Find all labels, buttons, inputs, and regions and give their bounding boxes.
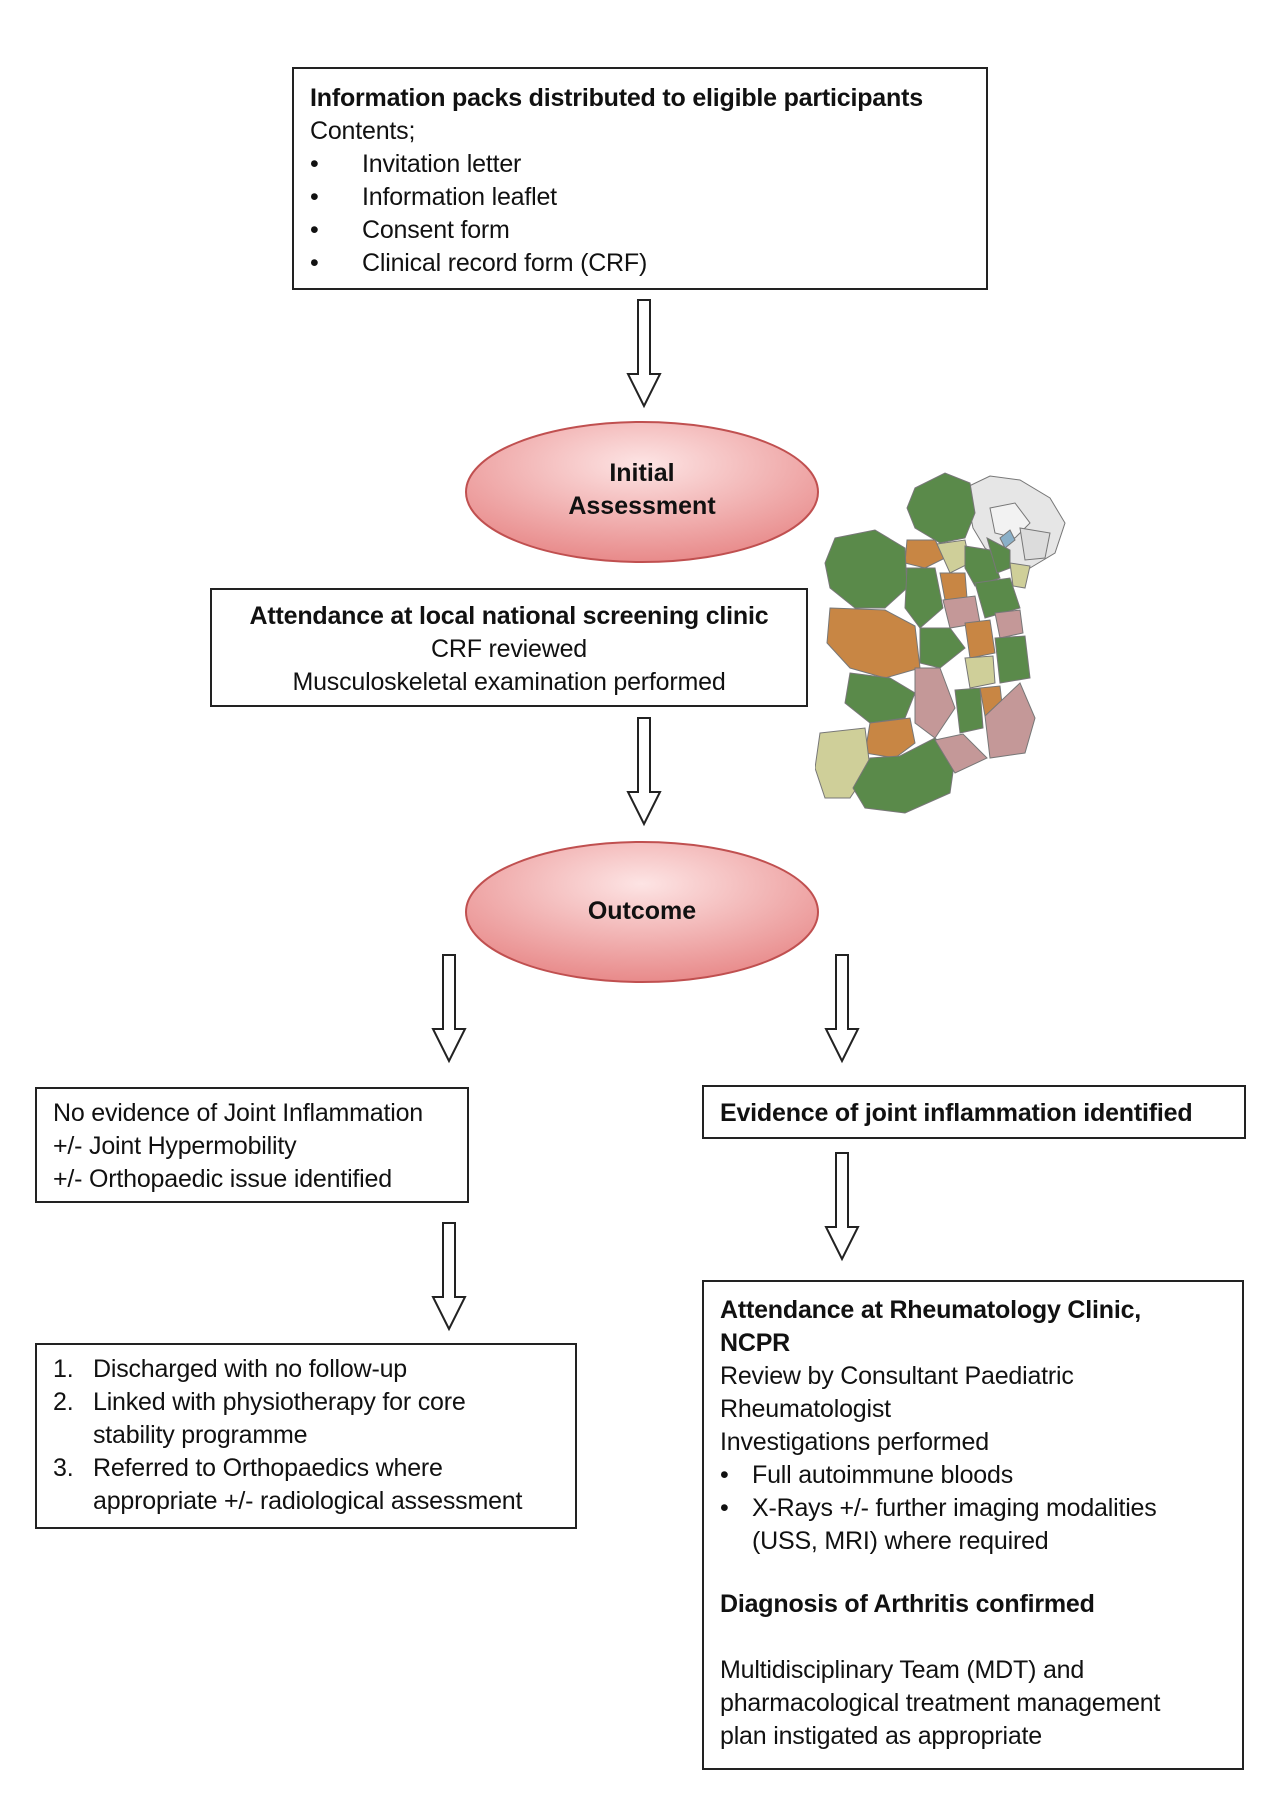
initial-assessment-line2: Assessment (568, 492, 716, 520)
info-packs-title: Information packs distributed to eligibl… (310, 84, 923, 112)
county-clare (844, 672, 916, 724)
investigations-list: Full autoimmune bloods X-Rays +/- furthe… (720, 1459, 1242, 1558)
screening-clinic-title: Attendance at local national screening c… (249, 602, 769, 630)
list-item: X-Rays +/- further imaging modalities (U… (720, 1492, 1242, 1558)
list-number: 1. (53, 1355, 74, 1383)
rheumatology-title-line2: NCPR (720, 1329, 791, 1357)
arrow-down-right-2 (824, 1152, 860, 1262)
list-line: appropriate +/- radiological assessment (93, 1487, 523, 1515)
inflammation-identified-title: Evidence of joint inflammation identifie… (720, 1099, 1193, 1127)
list-line: Full autoimmune bloods (752, 1461, 1014, 1489)
list-line: Discharged with no follow-up (93, 1355, 408, 1383)
arrow-down-left-2 (431, 1222, 467, 1332)
county-region (954, 687, 984, 734)
screening-clinic-line1: CRF reviewed (431, 635, 587, 663)
inflammation-identified-box: Evidence of joint inflammation identifie… (702, 1085, 1246, 1139)
mdt-line3: plan instigated as appropriate (720, 1722, 1043, 1750)
list-line: Referred to Orthopaedics where (93, 1454, 443, 1482)
county-region (1019, 527, 1051, 561)
info-packs-subtitle: Contents; (310, 117, 416, 145)
info-packs-box: Information packs distributed to eligibl… (292, 67, 988, 290)
list-number: 3. (53, 1454, 74, 1482)
county-region (974, 577, 1021, 619)
no-inflammation-box: No evidence of Joint Inflammation +/- Jo… (35, 1087, 469, 1203)
left-outcomes-list: 1. Discharged with no follow-up 2. Linke… (53, 1353, 575, 1518)
screening-clinic-box: Attendance at local national screening c… (210, 588, 808, 707)
left-outcomes-box: 1. Discharged with no follow-up 2. Linke… (35, 1343, 577, 1529)
county-region (994, 609, 1024, 639)
county-region (999, 529, 1016, 549)
list-item: Clinical record form (CRF) (310, 247, 986, 280)
county-region (994, 635, 1031, 684)
arrow-down-1 (626, 299, 662, 409)
county-region (939, 572, 968, 601)
initial-assessment-label: Initial Assessment (460, 457, 824, 523)
list-line: (USS, MRI) where required (752, 1527, 1049, 1555)
county-region (986, 537, 1011, 574)
list-item: 3. Referred to Orthopaedics where approp… (53, 1452, 575, 1518)
list-line: stability programme (93, 1421, 308, 1449)
ireland-counties-map (815, 472, 1066, 814)
county-region (914, 667, 956, 739)
county-region (984, 682, 1036, 759)
county-region (964, 619, 996, 659)
county-donegal (906, 472, 976, 544)
county-kerry (815, 727, 871, 799)
county-region (1009, 562, 1031, 589)
county-galway (826, 607, 921, 679)
info-packs-list: Invitation letter Information leaflet Co… (310, 148, 986, 280)
rheumatology-title-line1: Attendance at Rheumatology Clinic, (720, 1296, 1142, 1324)
list-item: Full autoimmune bloods (720, 1459, 1242, 1492)
diagnosis-label: Diagnosis of Arthritis confirmed (720, 1590, 1095, 1618)
review-line1: Review by Consultant Paediatric (720, 1362, 1074, 1390)
list-item: Invitation letter (310, 148, 986, 181)
county-waterford (934, 733, 988, 774)
arrow-down-2 (626, 717, 662, 827)
arrow-down-right-1 (824, 954, 860, 1064)
list-item: 1. Discharged with no follow-up (53, 1353, 575, 1386)
no-inflammation-line2: +/- Joint Hypermobility (53, 1132, 297, 1160)
list-item: Consent form (310, 214, 986, 247)
list-number: 2. (53, 1388, 74, 1416)
no-inflammation-line1: No evidence of Joint Inflammation (53, 1099, 423, 1127)
no-inflammation-line3: +/- Orthopaedic issue identified (53, 1165, 392, 1193)
outcome-ellipse (465, 841, 819, 983)
list-line: Linked with physiotherapy for core (93, 1388, 466, 1416)
county-region (904, 567, 944, 629)
county-mayo (824, 529, 908, 609)
county-cork (852, 737, 956, 814)
list-line: X-Rays +/- further imaging modalities (752, 1494, 1157, 1522)
investigations-label: Investigations performed (720, 1428, 989, 1456)
initial-assessment-line1: Initial (609, 459, 675, 487)
county-region (964, 655, 996, 689)
mdt-line2: pharmacological treatment management (720, 1689, 1161, 1717)
right-outcomes-box: Attendance at Rheumatology Clinic, NCPR … (702, 1280, 1244, 1770)
arrow-down-left-1 (431, 954, 467, 1064)
review-line2: Rheumatologist (720, 1395, 891, 1423)
screening-clinic-line2: Musculoskeletal examination performed (292, 668, 726, 696)
outcome-label-text: Outcome (587, 897, 697, 925)
list-item: 2. Linked with physiotherapy for core st… (53, 1386, 575, 1452)
list-item: Information leaflet (310, 181, 986, 214)
county-region (919, 627, 966, 669)
mdt-line1: Multidisciplinary Team (MDT) and (720, 1656, 1085, 1684)
initial-assessment-ellipse (465, 421, 819, 563)
outcome-label: Outcome (460, 895, 824, 928)
